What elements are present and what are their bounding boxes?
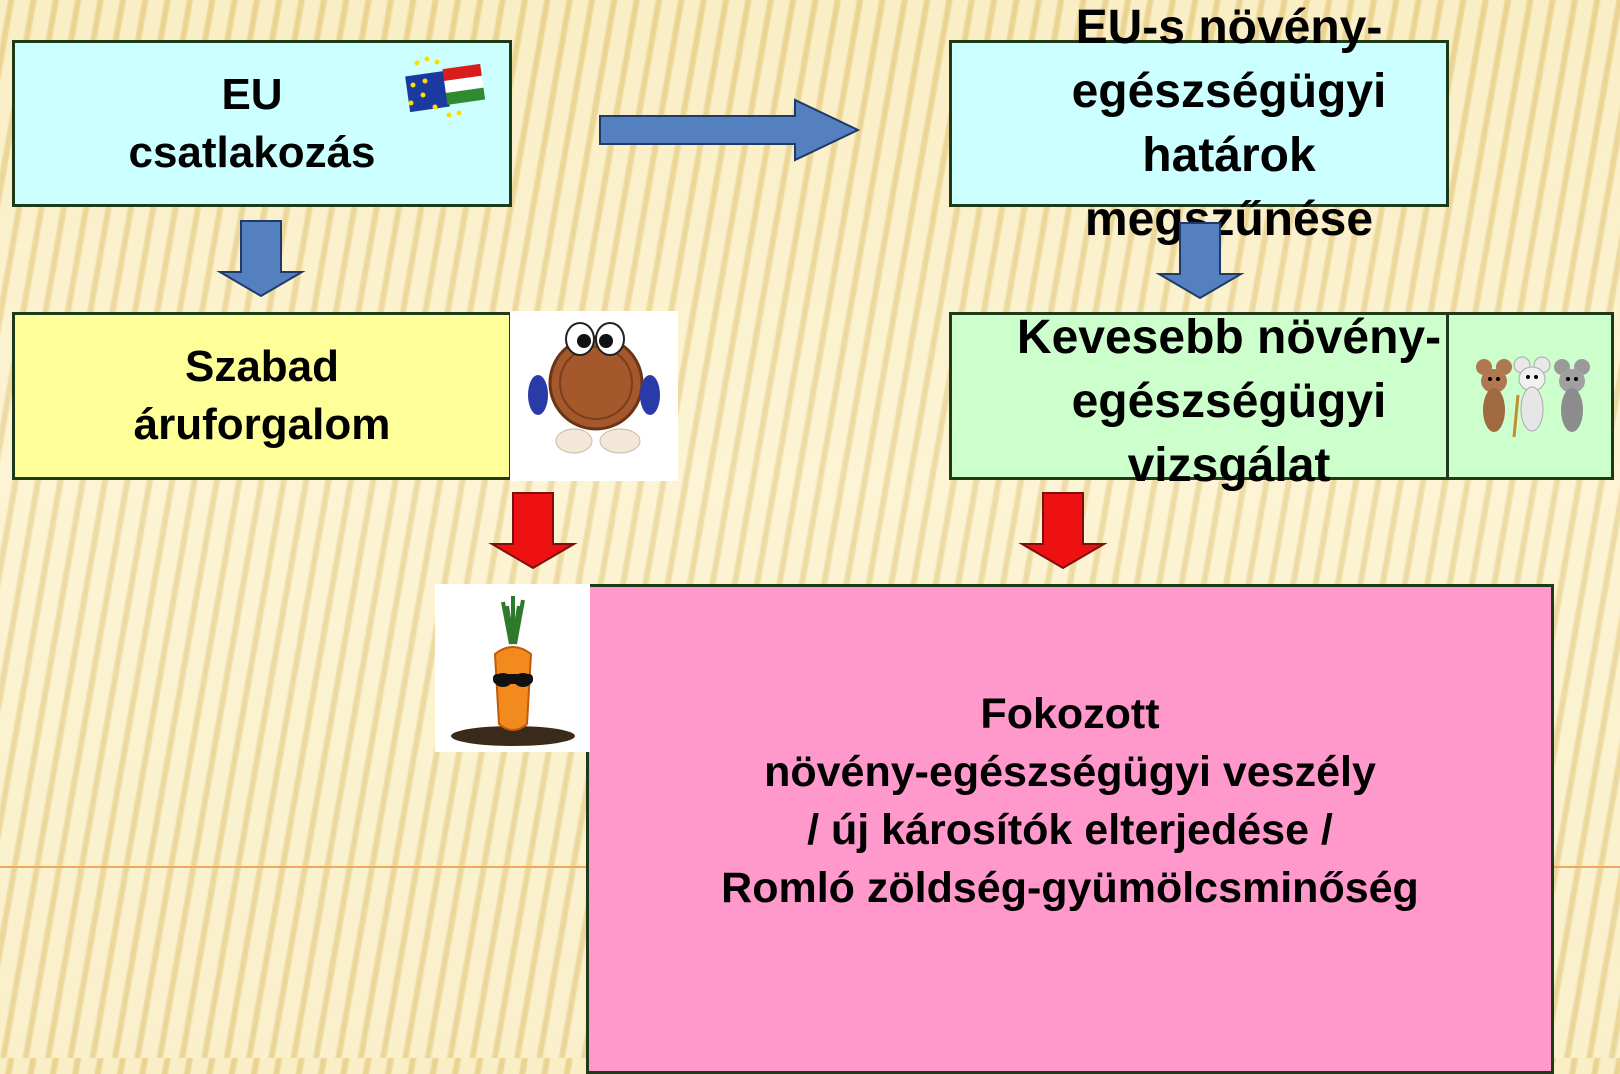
arrow-down-blue-right xyxy=(1155,222,1245,300)
free-trade-label: Szabad áruforgalom xyxy=(133,342,391,449)
free-trade-box: Szabad áruforgalom xyxy=(12,312,512,480)
arrow-down-red-right xyxy=(1018,492,1108,570)
eu-hungary-flag-icon xyxy=(405,56,485,118)
eu-borders-label: EU-s növény- egészségügyi határok megszű… xyxy=(1071,0,1387,246)
arrow-down-blue-left xyxy=(216,220,306,298)
increased-danger-label: Fokozott növény-egészségügyi veszély / ú… xyxy=(721,690,1419,912)
eu-accession-label: EU csatlakozás xyxy=(128,69,376,177)
increased-danger-box: Fokozott növény-egészségügyi veszély / ú… xyxy=(586,584,1554,1074)
coin-character-icon xyxy=(510,311,678,481)
arrow-down-red-left xyxy=(488,492,578,570)
eu-borders-box: EU-s növény- egészségügyi határok megszű… xyxy=(949,1,1449,246)
fewer-checks-box: Kevesebb növény- egészségügyi vizsgálat xyxy=(949,311,1449,492)
arrow-right-blue xyxy=(599,98,861,162)
carrot-character-icon xyxy=(435,584,590,752)
eu-accession-box: EU csatlakozás xyxy=(12,40,512,207)
mice-icon xyxy=(1476,356,1590,438)
fewer-checks-label: Kevesebb növény- egészségügyi vizsgálat xyxy=(1016,311,1442,492)
